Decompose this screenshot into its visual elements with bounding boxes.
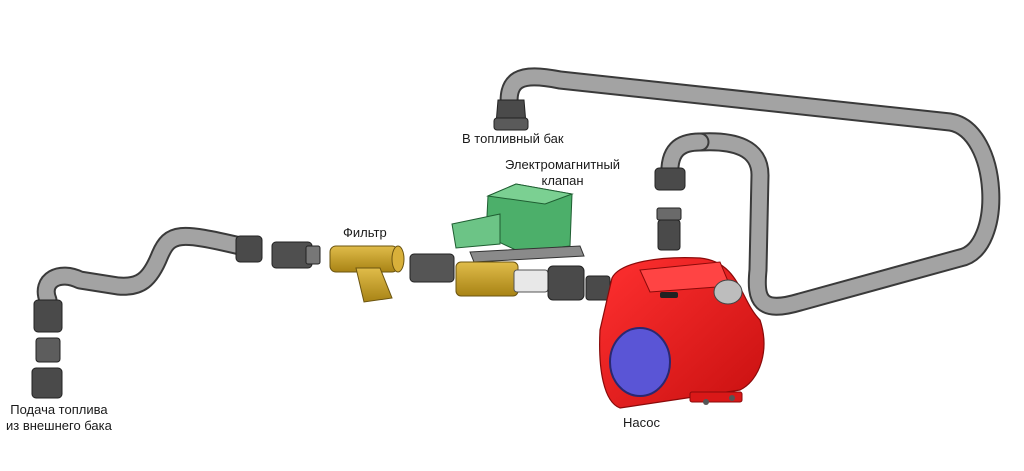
- solenoid-valve-label: Электромагнитный клапан: [505, 157, 621, 188]
- return-pipe-to-tank: [499, 67, 1001, 316]
- pump-label: Насос: [623, 415, 660, 430]
- adapter-fitting-icon: [271, 241, 321, 269]
- supply-pipe: [31, 226, 263, 399]
- tank-return-fitting-icon: [493, 99, 529, 131]
- tank-return-label: В топливный бак: [462, 131, 564, 146]
- filter-icon: [329, 245, 405, 303]
- nipple-fitting-icon: [409, 253, 455, 283]
- filter-label: Фильтр: [343, 225, 387, 240]
- union-fitting-icon: [547, 265, 611, 301]
- pump-outlet-pipe: [654, 132, 710, 251]
- pump-icon: [599, 257, 765, 409]
- fuel-supply-label: Подача топлива из внешнего бака: [6, 402, 112, 433]
- solenoid-valve-icon: [451, 183, 585, 297]
